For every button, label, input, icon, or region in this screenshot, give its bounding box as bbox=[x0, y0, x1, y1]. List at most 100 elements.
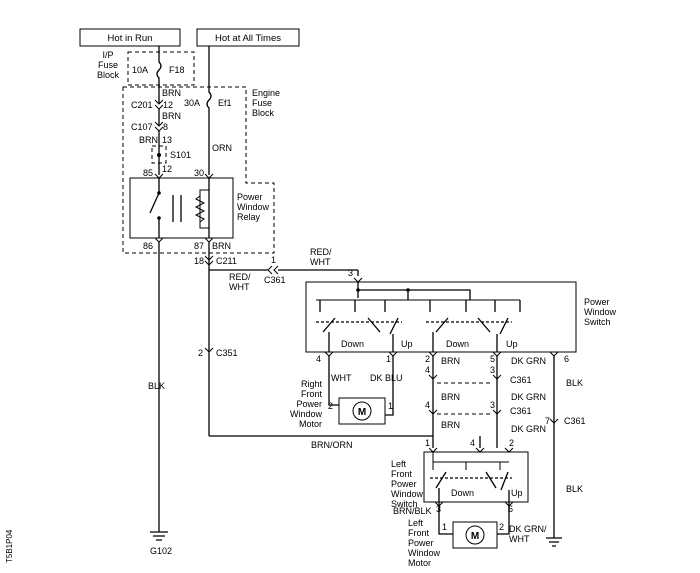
svg-text:Block: Block bbox=[97, 70, 120, 80]
svg-text:Relay: Relay bbox=[237, 212, 261, 222]
svg-text:Power: Power bbox=[584, 297, 610, 307]
relay-top-connectors bbox=[154, 173, 214, 179]
wire-blk-label: BLK bbox=[566, 378, 583, 388]
pin-label: 1 bbox=[442, 522, 447, 532]
pin-label: 85 bbox=[143, 168, 153, 178]
svg-text:Hot at All Times: Hot at All Times bbox=[215, 33, 281, 44]
switch-up-label: Up bbox=[401, 339, 413, 349]
svg-text:Right: Right bbox=[301, 379, 323, 389]
svg-text:Left: Left bbox=[408, 518, 424, 528]
pin-label: 6 bbox=[508, 504, 513, 514]
wire-brn-label: BRN bbox=[162, 88, 181, 98]
power-window-switch-box bbox=[305, 281, 577, 353]
svg-text:Hot in Run: Hot in Run bbox=[108, 33, 153, 44]
wire-blk-label: BLK bbox=[566, 484, 583, 494]
pin-label: 3 bbox=[490, 400, 495, 410]
lf-switch-box bbox=[423, 451, 529, 503]
svg-text:I/P: I/P bbox=[102, 50, 113, 60]
svg-text:Front: Front bbox=[408, 528, 430, 538]
connector-c361-label-2: C361 bbox=[510, 406, 532, 416]
connector-c351-icon bbox=[204, 347, 214, 353]
pin-label: 8 bbox=[163, 122, 168, 132]
figure-id: T5B1P04 bbox=[5, 529, 14, 563]
hot-at-all-times-header: Hot at All Times bbox=[196, 28, 300, 47]
connector-c361-label: C361 bbox=[510, 375, 532, 385]
pin-label: 1 bbox=[271, 255, 276, 265]
pin-label: 4 bbox=[470, 438, 475, 448]
switch-down-label: Down bbox=[341, 339, 364, 349]
rf-motor-box bbox=[338, 397, 386, 425]
svg-text:Power: Power bbox=[391, 479, 417, 489]
wire-dk-grn-wht-label: DK GRN/ bbox=[509, 524, 547, 534]
pin-label: 2 bbox=[198, 348, 203, 358]
svg-text:Engine: Engine bbox=[252, 88, 280, 98]
pin-label: 2 bbox=[499, 522, 504, 532]
pin-label: 86 bbox=[143, 241, 153, 251]
pin-label: 18 bbox=[194, 256, 204, 266]
svg-text:Switch: Switch bbox=[584, 317, 611, 327]
connector-c201-label: C201 bbox=[131, 100, 153, 110]
lf-switch-contacts-icon bbox=[435, 471, 509, 491]
connector-c361-icon bbox=[267, 265, 279, 275]
svg-text:Window: Window bbox=[584, 307, 617, 317]
splice-s101-label: S101 bbox=[170, 150, 191, 160]
fuse-f18-icon bbox=[156, 46, 162, 103]
pin-label: 3 bbox=[490, 365, 495, 375]
hot-in-run-header: Hot in Run bbox=[79, 28, 181, 47]
switch-up-label-2: Up bbox=[506, 339, 518, 349]
wire-brn-label: BRN bbox=[441, 356, 460, 366]
switch-down-label-2: Down bbox=[446, 339, 469, 349]
wire-brn-label: BRN bbox=[212, 241, 231, 251]
pin-label: 1 bbox=[425, 438, 430, 448]
pin-label: 4 bbox=[425, 400, 430, 410]
wire-blk-label: BLK bbox=[148, 381, 165, 391]
pin-label: 1 bbox=[386, 354, 391, 364]
pin-label: 7 bbox=[545, 416, 550, 426]
connector-c361-label-3: C361 bbox=[564, 416, 586, 426]
pin-label: 4 bbox=[425, 365, 430, 375]
svg-text:Window: Window bbox=[391, 489, 424, 499]
lf-switch-label: Left Front Power Window Switch bbox=[391, 459, 424, 509]
wire-brn-label: BRN bbox=[441, 420, 460, 430]
ip-fuse-block-label: I/P Fuse Block bbox=[97, 50, 120, 80]
wire-brn-orn-label: BRN/ORN bbox=[311, 440, 353, 450]
wire-dk-grn-label: DK GRN bbox=[511, 392, 546, 402]
connector-c361-label: C361 bbox=[264, 275, 286, 285]
pin-label: 13 bbox=[162, 135, 172, 145]
svg-text:Motor: Motor bbox=[299, 419, 322, 429]
fuse-ef1-rating: 30A bbox=[184, 98, 200, 108]
splice-s101-icon bbox=[151, 145, 167, 164]
pin-label: 2 bbox=[328, 401, 333, 411]
svg-text:Switch: Switch bbox=[391, 499, 418, 509]
wire-wht-label: WHT bbox=[331, 373, 352, 383]
wire-brn-label: BRN bbox=[162, 111, 181, 121]
wire-dk-grn-label: DK GRN bbox=[511, 356, 546, 366]
wire-red-wht-label-2: WHT bbox=[229, 282, 250, 292]
pin-label: 5 bbox=[490, 354, 495, 364]
ground-icon bbox=[150, 531, 168, 541]
svg-text:Front: Front bbox=[301, 389, 323, 399]
rf-motor-icon bbox=[352, 401, 372, 421]
svg-text:Front: Front bbox=[391, 469, 413, 479]
relay-coil-icon bbox=[194, 195, 206, 223]
pin-label: 6 bbox=[564, 354, 569, 364]
ground-icon bbox=[546, 537, 562, 547]
svg-text:Fuse: Fuse bbox=[98, 60, 118, 70]
wire-red-wht-label-top-2: WHT bbox=[310, 257, 331, 267]
wire-dk-grn-label: DK GRN bbox=[511, 424, 546, 434]
wire-brn-label: BRN bbox=[441, 392, 460, 402]
engine-fuse-block-outline bbox=[122, 86, 275, 254]
wire-dk-blu-label: DK BLU bbox=[370, 373, 403, 383]
wire-red-wht-label-top: RED/ bbox=[310, 247, 332, 257]
connector-c211-label: C211 bbox=[216, 256, 237, 266]
wire-brn-label: BRN bbox=[139, 135, 158, 145]
relay-switch-icon bbox=[149, 178, 160, 238]
svg-text:Window: Window bbox=[408, 548, 441, 558]
svg-text:Window: Window bbox=[290, 409, 323, 419]
lf-motor-box bbox=[452, 521, 498, 549]
rf-motor-label: Right Front Power Window Motor bbox=[290, 379, 323, 429]
lf-switch-down-label: Down bbox=[451, 488, 474, 498]
wire-dk-grn-wht-label-2: WHT bbox=[509, 534, 530, 544]
